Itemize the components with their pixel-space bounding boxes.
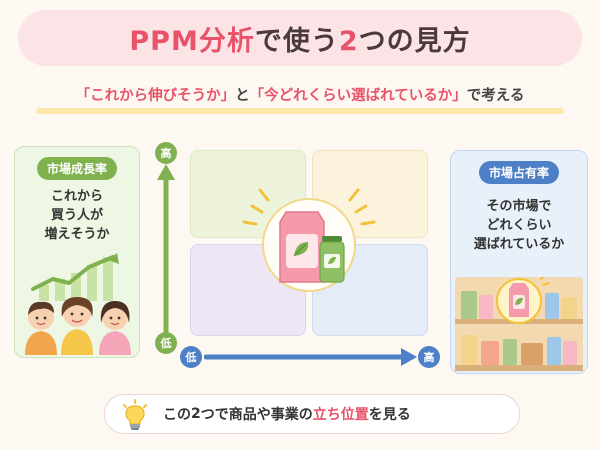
share-line-2: どれくらい — [486, 218, 552, 233]
growth-line-2: 買う人が — [50, 208, 103, 223]
market-growth-description: これから 買う人が 増えそうか — [15, 187, 139, 244]
x-axis-high-label: 高 — [418, 346, 440, 368]
market-share-card: 市場占有率 その市場で どれくらい 選ばれているか — [450, 150, 588, 374]
store-shelf-illustration — [455, 277, 583, 371]
subtitle-end: で考える — [466, 88, 525, 104]
market-growth-badge: 市場成長率 — [36, 157, 118, 180]
person-woman-icon — [61, 297, 93, 355]
title-suffix: つの見方 — [358, 25, 471, 57]
market-share-description: その市場で どれくらい 選ばれているか — [451, 197, 587, 254]
title-number: 2 — [338, 25, 359, 57]
subtitle-question-growth: 「これから伸びそうか」 — [75, 88, 236, 104]
horizontal-axis-arrow — [204, 348, 417, 366]
conclusion-part-3: を見る — [368, 407, 411, 423]
market-share-badge: 市場占有率 — [478, 161, 560, 184]
conclusion-number: 2 — [191, 406, 201, 422]
person-girl-icon — [99, 301, 131, 355]
share-line-3: 選ばれているか — [473, 237, 565, 252]
share-line-1: その市場で — [486, 199, 552, 214]
conclusion-highlight: 立ち位置 — [312, 407, 369, 423]
person-man-icon — [25, 301, 57, 355]
subtitle-and: と — [235, 88, 250, 104]
y-axis-high-label: 高 — [155, 142, 177, 164]
title-middle: で使う — [254, 25, 339, 57]
subtitle-question-share: 「今どれくらい選ばれているか」 — [249, 88, 467, 104]
growth-chart-people-illustration — [25, 253, 131, 355]
product-package-icon — [279, 211, 345, 283]
y-axis-low-label: 低 — [155, 332, 177, 354]
market-growth-card: 市場成長率 これから 買う人が 増えそうか — [14, 146, 140, 358]
subtitle-highlight — [36, 108, 564, 114]
growth-chart-icon — [31, 253, 119, 301]
title-banner: PPM分析で使う2つの見方 — [18, 10, 582, 66]
conclusion-part-2: つで商品や事業の — [200, 407, 313, 423]
subtitle: 「これから伸びそうか」と「今どれくらい選ばれているか」で考える — [0, 84, 600, 105]
conclusion-part-1: この — [163, 407, 191, 423]
product-sparkle-icon — [242, 188, 376, 226]
growth-line-1: これから — [50, 189, 103, 204]
page-title: PPM分析で使う2つの見方 — [129, 19, 470, 58]
growth-line-3: 増えそうか — [44, 227, 110, 242]
lightbulb-icon — [123, 399, 147, 430]
title-ppm: PPM分析 — [129, 25, 255, 57]
x-axis-low-label: 低 — [180, 346, 202, 368]
vertical-axis-arrow — [157, 164, 175, 334]
